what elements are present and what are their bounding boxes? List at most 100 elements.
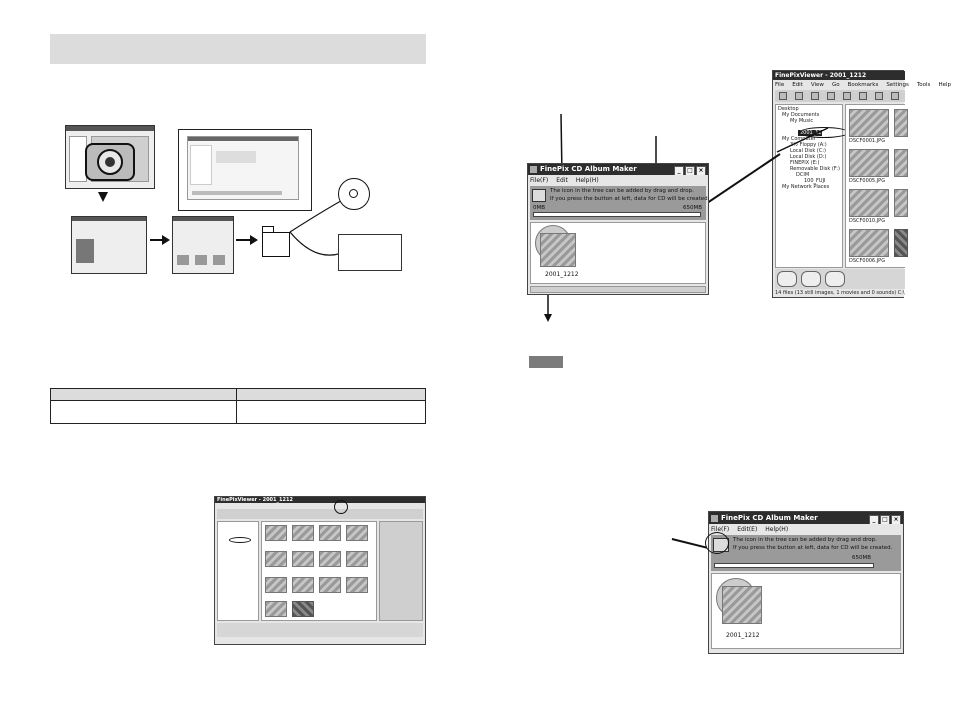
menu-bookmarks[interactable]: Bookmarks bbox=[847, 82, 879, 88]
capacity-label-min: 0MB bbox=[533, 205, 546, 211]
album-maker-menubar: File(F) Edit Help(H) bbox=[530, 176, 706, 185]
toolbar-icon[interactable] bbox=[843, 92, 851, 100]
viewer-small-toolbar bbox=[217, 509, 423, 519]
thumbnail[interactable] bbox=[894, 229, 908, 257]
app-icon bbox=[530, 165, 537, 173]
album-scrollbar[interactable] bbox=[530, 286, 706, 293]
callout-line-bottom bbox=[671, 538, 708, 549]
tree-item[interactable]: 3½ Floppy (A:) bbox=[790, 142, 827, 148]
album-label: 2001_1212 bbox=[545, 271, 579, 278]
menu-help[interactable]: Help(H) bbox=[765, 526, 789, 533]
viewer-small-tree-selection bbox=[229, 537, 251, 543]
info-line-1: The icon in the tree can be added by dra… bbox=[733, 537, 877, 543]
menu-file[interactable]: File(F) bbox=[530, 177, 549, 184]
diagram-screen-album bbox=[71, 216, 147, 274]
album-maker-titlebar: FinePix CD Album Maker _□× bbox=[528, 164, 708, 175]
thumbnail-label: DSCF0010.JPG bbox=[849, 218, 886, 224]
spec-table-header bbox=[51, 389, 425, 401]
thumbnail[interactable] bbox=[894, 109, 908, 137]
toolbar-icon[interactable] bbox=[875, 92, 883, 100]
app-icon bbox=[711, 514, 718, 522]
viewer-window: FinePixViewer - 2001_1212 File Edit View Go… bbox=[772, 70, 951, 298]
toolbar-icon[interactable] bbox=[795, 92, 803, 100]
album-maker-2-info-panel: The icon in the tree can be added by dra… bbox=[711, 535, 901, 571]
menu-tools[interactable]: Tools bbox=[916, 82, 931, 88]
toolbar-icon[interactable] bbox=[827, 92, 835, 100]
tree-item[interactable]: 100_FUJI bbox=[804, 178, 826, 184]
arrow-right-icon bbox=[162, 235, 170, 245]
diagram-screen-callout bbox=[178, 129, 312, 211]
close-button[interactable]: × bbox=[696, 166, 706, 175]
toolbar-icon[interactable] bbox=[811, 92, 819, 100]
album-maker-title: FinePix CD Album Maker bbox=[540, 165, 637, 173]
spec-table-divider bbox=[236, 389, 237, 423]
arrow-right-icon bbox=[250, 235, 258, 245]
thumbnail[interactable] bbox=[849, 109, 889, 137]
thumbnail[interactable] bbox=[894, 149, 908, 177]
tree-item[interactable]: My Documents bbox=[782, 112, 820, 118]
viewer-small-ad-panel bbox=[379, 521, 423, 621]
tree-item[interactable]: Desktop bbox=[778, 106, 799, 112]
viewer-small-toolbar-circle bbox=[334, 500, 348, 514]
album-maker-2-titlebar: FinePix CD Album Maker _□× bbox=[709, 512, 903, 524]
album-area: 2001_1212 bbox=[530, 222, 706, 284]
drive-b-icon[interactable] bbox=[801, 271, 821, 287]
menu-edit[interactable]: Edit bbox=[556, 177, 568, 184]
maximize-button[interactable]: □ bbox=[685, 166, 695, 175]
diagram-zoom-icon bbox=[85, 143, 135, 181]
minimize-button[interactable]: _ bbox=[869, 515, 879, 524]
capacity-label-max: 650MB bbox=[682, 205, 702, 211]
info-line-2: If you press the button at left, data fo… bbox=[733, 545, 893, 551]
maximize-button[interactable]: □ bbox=[880, 515, 890, 524]
viewer-small-bottom bbox=[217, 623, 423, 637]
drive-c-icon[interactable] bbox=[825, 271, 845, 287]
tree-item[interactable]: Removable Disk (F:) bbox=[790, 166, 840, 172]
menu-file[interactable]: File bbox=[775, 82, 785, 88]
toolbar-icon[interactable] bbox=[859, 92, 867, 100]
minimize-button[interactable]: _ bbox=[674, 166, 684, 175]
viewer-statusbar: 14 files (13 still images, 1 movies and … bbox=[775, 290, 905, 296]
tree-item[interactable]: DCIM bbox=[796, 172, 810, 178]
capacity-bar bbox=[714, 563, 874, 568]
thumbnail-label: DSCF0001.JPG bbox=[849, 138, 886, 144]
cd-disc-icon bbox=[338, 178, 370, 210]
menu-file[interactable]: File(F) bbox=[711, 526, 730, 533]
diagram-screen-settings bbox=[172, 216, 234, 274]
folder-icon bbox=[262, 232, 290, 257]
create-cd-button[interactable] bbox=[532, 189, 546, 202]
menu-edit[interactable]: Edit(E) bbox=[737, 526, 758, 533]
thumbnail[interactable] bbox=[849, 189, 889, 217]
tree-item[interactable]: Local Disk (D:) bbox=[790, 154, 827, 160]
tree-item[interactable]: My Music bbox=[790, 118, 814, 124]
menu-settings[interactable]: Settings bbox=[886, 82, 909, 88]
album-thumbnail[interactable] bbox=[540, 233, 576, 267]
thumbnail[interactable] bbox=[849, 149, 889, 177]
toolbar-icon[interactable] bbox=[891, 92, 899, 100]
menu-help[interactable]: Help bbox=[938, 82, 951, 88]
menu-help[interactable]: Help(H) bbox=[575, 177, 599, 184]
capacity-bar bbox=[533, 212, 701, 217]
viewer-small-title: FinePixViewer - 2001_1212 bbox=[215, 497, 425, 503]
thumbnail[interactable] bbox=[849, 229, 889, 257]
note-label-box bbox=[529, 356, 563, 368]
album-thumbnail[interactable] bbox=[722, 586, 762, 624]
drive-a-icon[interactable] bbox=[777, 271, 797, 287]
menu-go[interactable]: Go bbox=[831, 82, 840, 88]
info-line-1: The icon in the tree can be added by dra… bbox=[550, 188, 694, 194]
diagram-cd-box bbox=[338, 234, 402, 271]
tree-item[interactable]: My Computer bbox=[782, 136, 816, 142]
thumbnail-label: DSCF0005.JPG bbox=[849, 178, 886, 184]
thumbnail-grid: DSCF0001.JPG DSCF0005.JPG DSCF0010.JPG D… bbox=[845, 104, 908, 268]
tree-item[interactable]: My Network Places bbox=[782, 184, 830, 190]
diagram-screen-viewer bbox=[65, 125, 155, 189]
menu-edit[interactable]: Edit bbox=[792, 82, 803, 88]
album-maker-window: FinePix CD Album Maker _□× File(F) Edit He… bbox=[527, 163, 709, 295]
menu-view[interactable]: View bbox=[810, 82, 824, 88]
tree-item[interactable]: Local Disk (C:) bbox=[790, 148, 826, 154]
album-maker-info-panel: The icon in the tree can be added by dra… bbox=[530, 186, 709, 220]
viewer-title: FinePixViewer - 2001_1212 bbox=[773, 71, 905, 80]
toolbar-icon[interactable] bbox=[779, 92, 787, 100]
tree-item[interactable]: FINEPIX (E:) bbox=[790, 160, 820, 166]
close-button[interactable]: × bbox=[891, 515, 901, 524]
thumbnail[interactable] bbox=[894, 189, 908, 217]
